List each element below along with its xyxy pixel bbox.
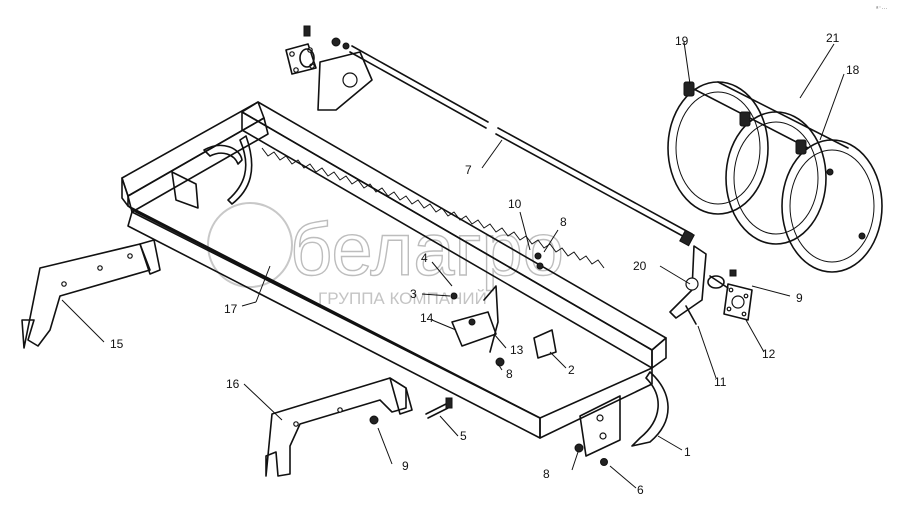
right-assembly <box>669 245 753 325</box>
bearing-upper <box>285 25 373 111</box>
callout-15: 15 <box>110 337 124 351</box>
callout-4: 4 <box>421 251 428 265</box>
main-frame <box>121 101 669 457</box>
shaft <box>349 45 695 247</box>
watermark-brand: белагро <box>290 208 564 291</box>
callout-7: 7 <box>465 163 472 177</box>
callout-10: 10 <box>508 197 522 211</box>
callout-8-lower: 8 <box>543 467 550 481</box>
callout-6: 6 <box>637 483 644 497</box>
callout-2: 2 <box>568 363 575 377</box>
callout-5: 5 <box>460 429 467 443</box>
bolts-lower-right <box>574 443 608 466</box>
corner-mark: ᵃ⁻··· <box>876 6 887 12</box>
leader-lines <box>61 41 845 489</box>
callout-3: 3 <box>410 287 417 301</box>
bracket-15 <box>21 239 161 349</box>
bracket-16 <box>265 377 413 477</box>
callout-21: 21 <box>826 31 840 45</box>
callout-18: 18 <box>846 63 860 77</box>
callout-8-middle: 8 <box>506 367 513 381</box>
callout-19: 19 <box>675 34 689 48</box>
callout-11: 11 <box>714 375 727 389</box>
callout-9-right: 9 <box>796 291 803 305</box>
roller-wheels <box>667 81 883 273</box>
callout-14: 14 <box>420 311 434 325</box>
watermark: белагро ГРУППА КОМПАНИЙ <box>207 202 565 308</box>
small-parts <box>450 252 557 367</box>
bolt-5 <box>425 397 453 419</box>
callout-1: 1 <box>684 445 691 459</box>
callout-labels: 1 2 3 4 5 6 7 8 8 8 9 9 10 11 12 13 14 1… <box>110 31 860 497</box>
callout-12: 12 <box>762 347 776 361</box>
callout-8-upper: 8 <box>560 215 567 229</box>
callout-17: 17 <box>224 302 238 316</box>
callout-13: 13 <box>510 343 524 357</box>
watermark-subtitle: ГРУППА КОМПАНИЙ <box>318 289 487 308</box>
callout-20: 20 <box>633 259 647 273</box>
callout-9-lower: 9 <box>402 459 409 473</box>
callout-16: 16 <box>226 377 240 391</box>
